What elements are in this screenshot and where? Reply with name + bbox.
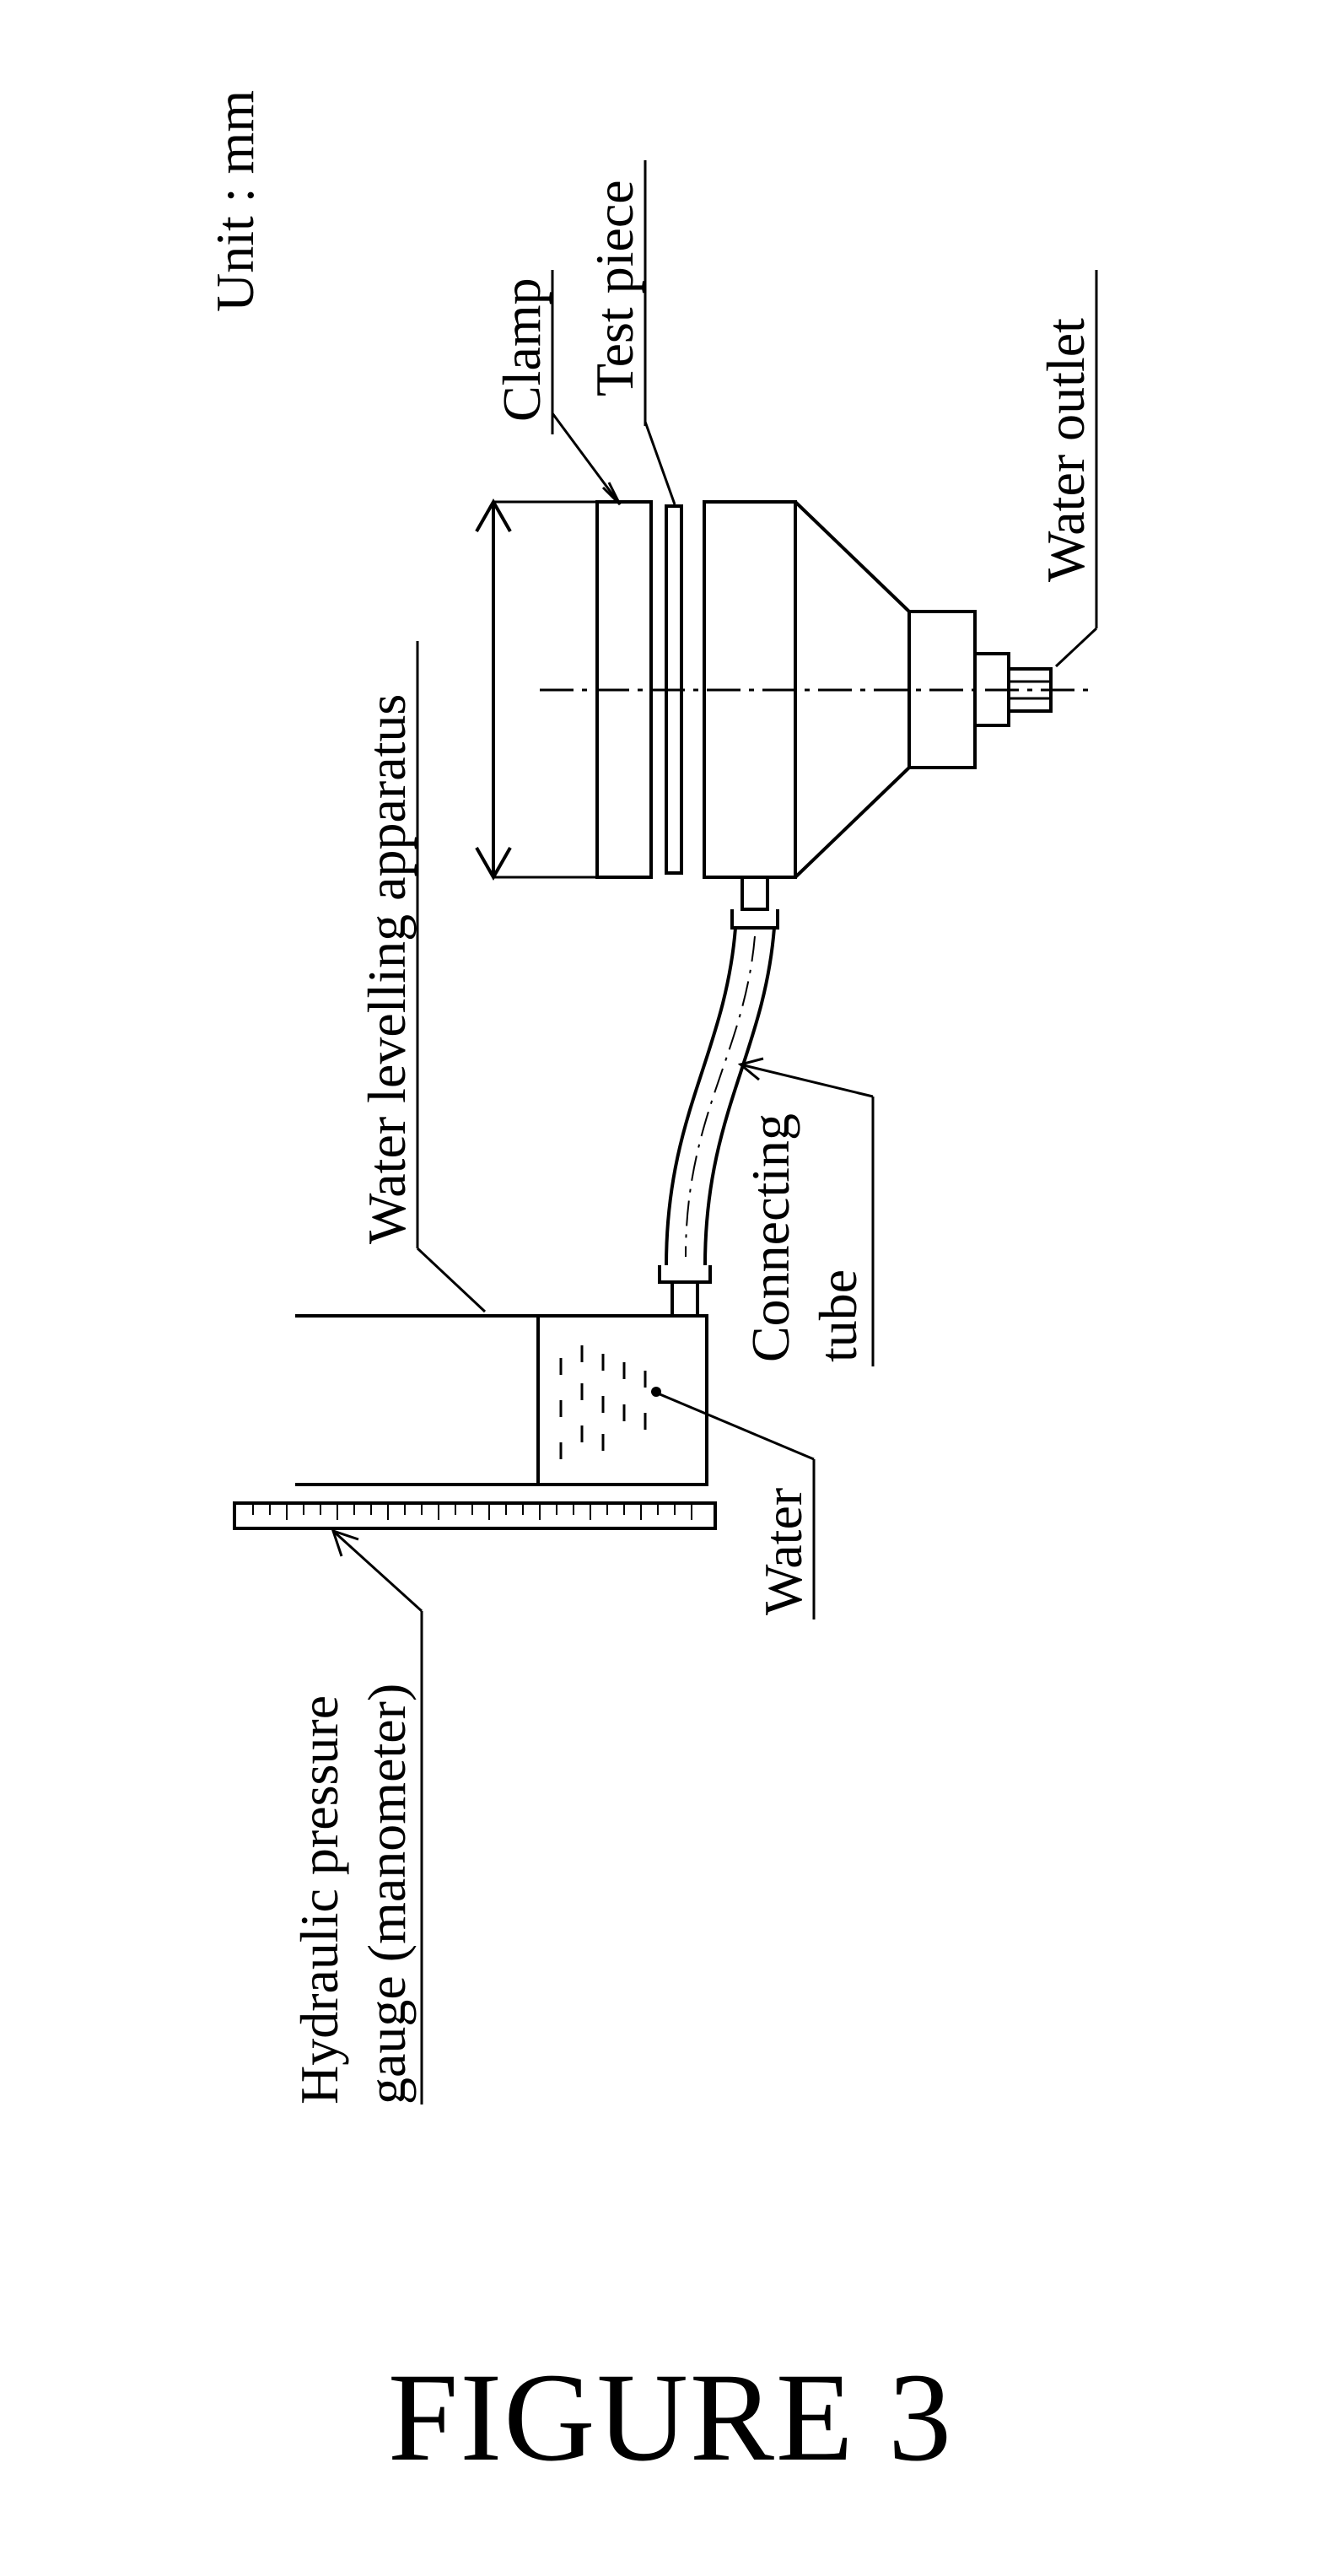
- water-callout: Water: [658, 1393, 814, 1619]
- test-piece-callout: Test piece: [584, 160, 675, 504]
- water-levelling-leader: [417, 1248, 485, 1312]
- water-levelling-callout: Water levelling apparatus: [357, 641, 485, 1312]
- gauge-leader: [333, 1531, 422, 1611]
- manometer-ticks: [253, 1503, 692, 1520]
- water-outlet-callout: Water outlet: [1036, 270, 1096, 666]
- gauge-label-line1: Hydraulic pressure: [289, 1695, 349, 2104]
- gauge-label-line2: gauge (manometer): [357, 1684, 417, 2104]
- tank-nipple: [672, 1282, 697, 1316]
- water-levelling-label: Water levelling apparatus: [357, 694, 417, 1244]
- test-piece-label: Test piece: [584, 180, 644, 396]
- water-levelling-apparatus: [234, 1316, 715, 1528]
- water-tank: [538, 1316, 707, 1485]
- water-outlet-leader: [1056, 628, 1096, 666]
- tube-wall-a: [666, 928, 735, 1265]
- manometer-scale: [234, 1503, 715, 1528]
- connecting-tube-leader: [741, 1064, 873, 1097]
- unit-label: Unit : mm: [205, 90, 265, 312]
- clamp-leader: [552, 413, 620, 504]
- figure-title: FIGURE 3: [0, 2345, 1341, 2490]
- connecting-tube-callout: Connecting tube: [741, 1059, 873, 1366]
- water-leader: [658, 1393, 814, 1459]
- body-nipple: [742, 877, 767, 909]
- connecting-tube-label-line1: Connecting: [741, 1113, 800, 1362]
- test-piece-leader: [645, 422, 675, 504]
- water-outlet-label: Water outlet: [1036, 318, 1096, 582]
- clamp-label: Clamp: [492, 278, 552, 422]
- clamp-assembly: [477, 502, 1088, 928]
- tank-nipple-cap: [660, 1265, 710, 1282]
- body-nipple-cap: [732, 909, 778, 928]
- gauge-callout: Hydraulic pressure gauge (manometer): [289, 1531, 422, 2104]
- water-label: Water: [753, 1488, 813, 1615]
- water-surface-marks: [561, 1345, 645, 1459]
- connecting-tube-label-line2: tube: [808, 1269, 868, 1362]
